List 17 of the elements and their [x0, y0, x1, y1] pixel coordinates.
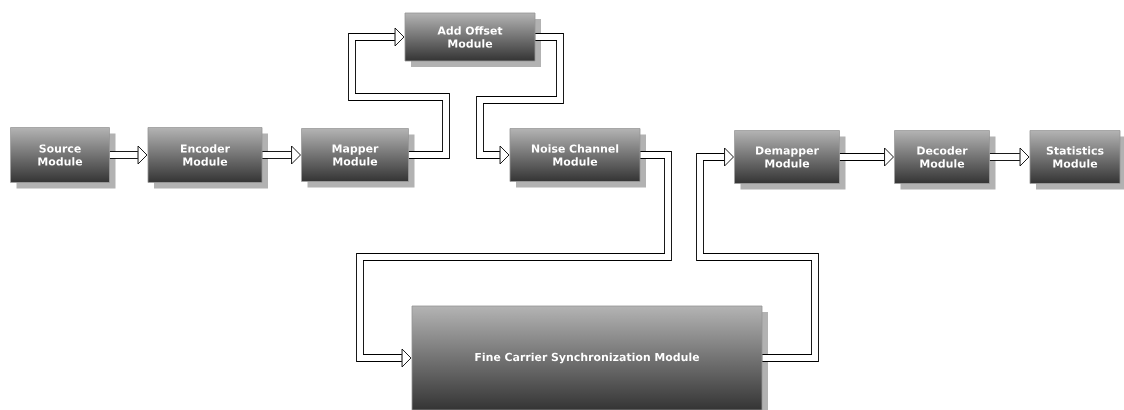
- arrow: [109, 145, 148, 165]
- arrow: [356, 151, 672, 368]
- module-box: Add Offset Module: [404, 12, 541, 67]
- module-box: Demapper Module: [734, 130, 846, 190]
- module-box: Source Module: [10, 127, 116, 189]
- arrow: [476, 33, 564, 165]
- module-box: Decoder Module: [894, 130, 996, 190]
- arrow: [989, 147, 1030, 167]
- arrow: [696, 147, 819, 362]
- arrow: [262, 145, 301, 165]
- arrow: [839, 147, 894, 167]
- module-box: Noise Channel Module: [509, 128, 646, 188]
- module-box: Mapper Module: [301, 128, 415, 188]
- arrow: [348, 27, 450, 159]
- module-box: Encoder Module: [147, 127, 268, 189]
- module-box: Fine Carrier Synchronization Module: [411, 305, 768, 410]
- module-box: Statistics Module: [1029, 130, 1124, 190]
